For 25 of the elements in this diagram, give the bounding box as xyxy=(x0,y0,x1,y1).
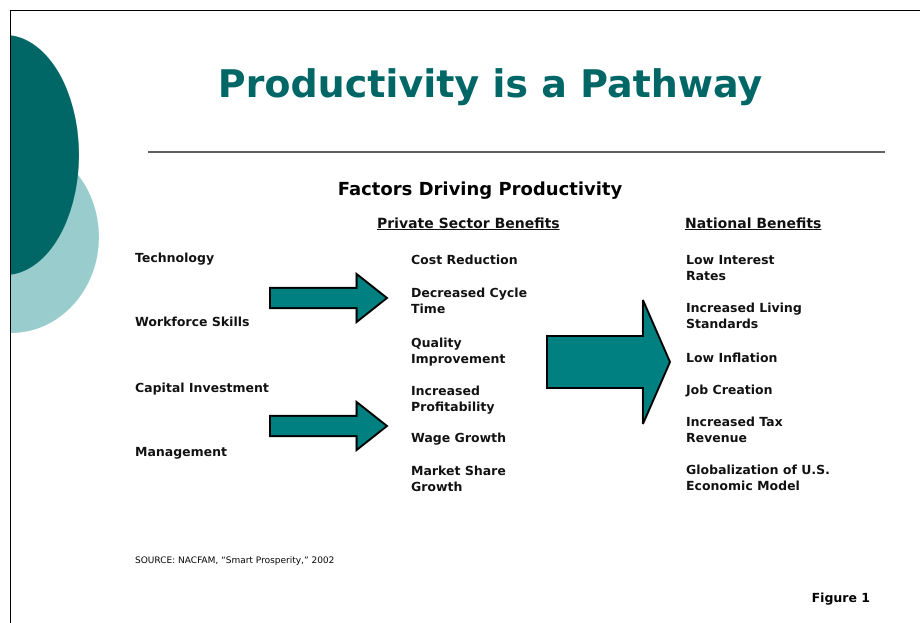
list-item: Workforce Skills xyxy=(135,314,250,330)
list-item: Low Inflation xyxy=(686,350,778,366)
list-item: Increased Living Standards xyxy=(686,300,803,332)
list-item: Job Creation xyxy=(686,382,773,398)
block-arrow xyxy=(269,400,389,452)
list-item: Quality Improvement xyxy=(411,335,506,367)
list-item: Cost Reduction xyxy=(411,252,518,268)
list-item: Market Share Growth xyxy=(411,463,507,495)
list-item: Wage Growth xyxy=(411,430,506,446)
slide-title: Productivity is a Pathway xyxy=(216,62,764,106)
column-heading: Private Sector Benefits xyxy=(377,216,560,232)
list-item: Technology xyxy=(135,250,214,266)
block-arrow xyxy=(546,299,672,425)
list-item: Decreased Cycle Time xyxy=(411,285,528,317)
list-item: Increased Tax Revenue xyxy=(686,414,784,446)
list-item: Increased Profitability xyxy=(411,383,496,415)
section-heading: Factors Driving Productivity xyxy=(336,179,624,200)
block-arrow xyxy=(269,272,389,324)
list-item: Globalization of U.S. Economic Model xyxy=(686,462,831,494)
figure-number: Figure 1 xyxy=(810,590,870,605)
list-item: Capital Investment xyxy=(135,380,269,396)
list-item: Management xyxy=(135,444,228,460)
source-note: SOURCE: NACFAM, “Smart Prosperity,” 2002 xyxy=(135,556,334,566)
column-heading: National Benefits xyxy=(685,216,822,232)
list-item: Low Interest Rates xyxy=(686,252,776,284)
